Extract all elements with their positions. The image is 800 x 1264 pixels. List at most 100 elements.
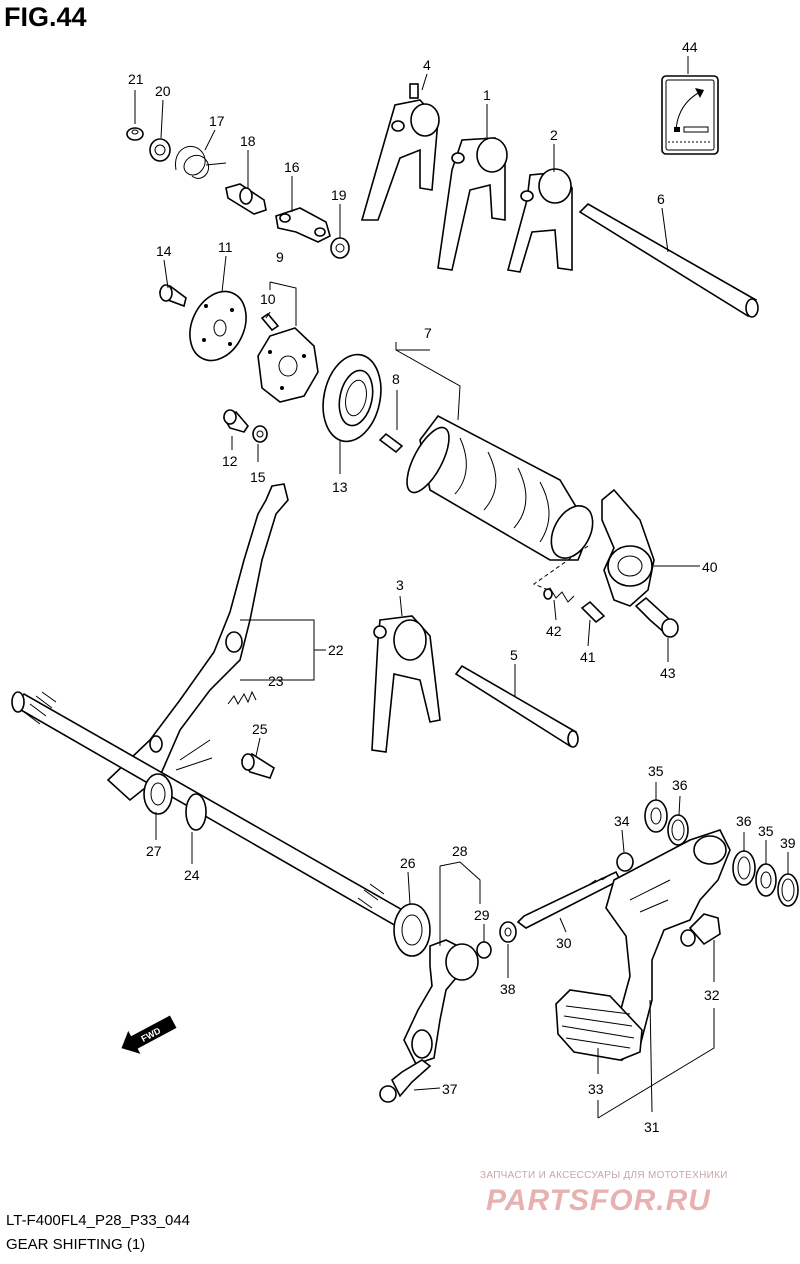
watermark-tagline: ЗАПЧАСТИ И АКСЕССУАРЫ ДЛЯ МОТОТЕХНИКИ xyxy=(480,1170,728,1181)
pin-10[interactable] xyxy=(260,312,280,332)
gear-shift-cam-7[interactable] xyxy=(399,414,601,565)
shift-fork-1[interactable] xyxy=(437,137,508,271)
callout-34: 34 xyxy=(614,813,630,829)
callout-6: 6 xyxy=(657,191,665,207)
spring-42[interactable] xyxy=(543,587,575,603)
callout-35a: 35 xyxy=(648,763,664,779)
callout-1: 1 xyxy=(483,87,491,103)
bearing-13[interactable] xyxy=(315,349,388,447)
shaft-bolt-18[interactable] xyxy=(225,183,267,215)
circlip-39[interactable] xyxy=(777,873,799,907)
shift-fork-4[interactable] xyxy=(360,83,440,221)
callout-17: 17 xyxy=(209,113,225,129)
callout-35b: 35 xyxy=(758,823,774,839)
callout-30: 30 xyxy=(556,935,572,951)
callout-20: 20 xyxy=(155,83,171,99)
gear-shift-shaft-24[interactable] xyxy=(11,691,422,936)
washer-19[interactable] xyxy=(330,237,350,259)
callout-19: 19 xyxy=(331,187,347,203)
callout-8: 8 xyxy=(392,371,400,387)
nut-34[interactable] xyxy=(616,852,634,872)
callout-39: 39 xyxy=(780,835,796,851)
callout-21: 21 xyxy=(128,71,144,87)
bolt-37[interactable] xyxy=(379,1059,432,1103)
fork-shaft-5[interactable] xyxy=(454,664,579,748)
callout-26: 26 xyxy=(400,855,416,871)
callout-41: 41 xyxy=(580,649,596,665)
callout-labels: 21 20 17 18 16 19 4 1 2 6 44 14 11 9 10 … xyxy=(128,39,796,1135)
figure-title: FIG.44 xyxy=(4,2,87,32)
callout-5: 5 xyxy=(510,647,518,663)
callout-28: 28 xyxy=(452,843,468,859)
tie-rod-30[interactable] xyxy=(516,870,622,929)
cam-stopper-plate-9[interactable] xyxy=(257,327,319,403)
callout-9: 9 xyxy=(276,249,284,265)
callout-12: 12 xyxy=(222,453,238,469)
diagram-code: LT-F400FL4_P28_P33_044 xyxy=(6,1212,191,1229)
callout-44: 44 xyxy=(682,39,698,55)
plate-11[interactable] xyxy=(179,282,257,369)
callout-23: 23 xyxy=(268,673,284,689)
callout-2: 2 xyxy=(550,127,558,143)
washer-15[interactable] xyxy=(252,425,268,443)
washer-36-left[interactable] xyxy=(667,814,689,846)
callout-18: 18 xyxy=(240,133,256,149)
callout-10: 10 xyxy=(260,291,276,307)
callout-29: 29 xyxy=(474,907,490,923)
callout-36a: 36 xyxy=(672,777,688,793)
fork-shaft-6[interactable] xyxy=(578,203,759,318)
gear-shift-arm-22[interactable] xyxy=(106,483,289,802)
nut-21[interactable] xyxy=(126,127,144,141)
fwd-arrow-icon: FWD xyxy=(121,1015,177,1054)
callout-14: 14 xyxy=(156,243,172,259)
callout-36b: 36 xyxy=(736,813,752,829)
callout-7: 7 xyxy=(424,325,432,341)
callout-38: 38 xyxy=(500,981,516,997)
callout-16: 16 xyxy=(284,159,300,175)
washer-27[interactable] xyxy=(143,773,173,815)
bolt-12[interactable] xyxy=(222,409,250,433)
callout-4: 4 xyxy=(423,57,431,73)
callout-25: 25 xyxy=(252,721,268,737)
oil-seal-26[interactable] xyxy=(393,903,431,957)
pin-8[interactable] xyxy=(378,432,404,454)
callout-43: 43 xyxy=(660,665,676,681)
callout-27: 27 xyxy=(146,843,162,859)
spring-23[interactable] xyxy=(227,690,257,706)
nut-38[interactable] xyxy=(499,921,517,943)
callout-22: 22 xyxy=(328,642,344,658)
shift-fork-2[interactable] xyxy=(506,168,573,273)
spring-17[interactable] xyxy=(175,146,227,179)
callout-13: 13 xyxy=(332,479,348,495)
callout-40: 40 xyxy=(702,559,718,575)
callout-3: 3 xyxy=(396,577,404,593)
callout-11: 11 xyxy=(218,239,233,255)
callout-31: 31 xyxy=(644,1119,660,1135)
plate-16[interactable] xyxy=(275,207,331,243)
washer-36-right[interactable] xyxy=(732,850,756,886)
callout-37: 37 xyxy=(442,1081,458,1097)
callout-33: 33 xyxy=(588,1081,604,1097)
shift-lever-arm-28[interactable] xyxy=(403,939,492,1065)
gear-shift-pedal-31[interactable] xyxy=(605,829,731,1062)
callout-42: 42 xyxy=(546,623,562,639)
leader-lines xyxy=(134,56,789,1119)
diagram-name: GEAR SHIFTING (1) xyxy=(6,1236,146,1253)
bolt-43[interactable] xyxy=(634,596,679,638)
bolt-14[interactable] xyxy=(158,284,187,308)
shift-pedal-rubber-33[interactable] xyxy=(555,989,643,1061)
bolt-25[interactable] xyxy=(240,753,275,779)
pin-41[interactable] xyxy=(580,600,606,624)
washer-35-right[interactable] xyxy=(755,863,777,897)
callout-15: 15 xyxy=(250,469,266,485)
callout-32: 32 xyxy=(704,987,720,1003)
callout-24: 24 xyxy=(184,867,200,883)
washer-20[interactable] xyxy=(149,138,171,162)
shift-fork-3[interactable] xyxy=(371,615,441,753)
cam-guide-40[interactable] xyxy=(601,488,655,607)
washer-35-left[interactable] xyxy=(644,799,668,833)
gear-position-label-icon[interactable] xyxy=(661,75,719,155)
watermark-brand: PARTSFOR.RU xyxy=(486,1184,711,1217)
bolt-32[interactable] xyxy=(680,913,721,947)
